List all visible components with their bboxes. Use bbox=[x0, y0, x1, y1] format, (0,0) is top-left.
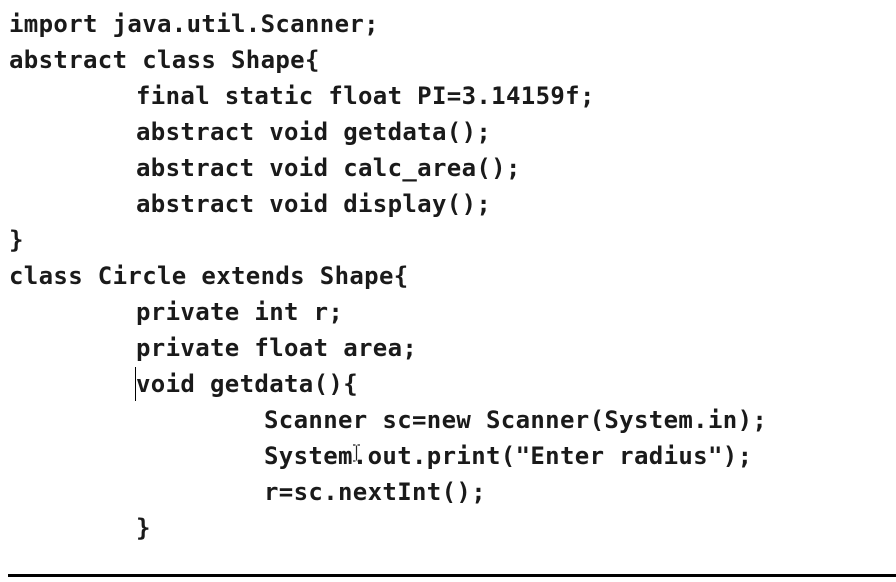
text-caret-icon bbox=[135, 367, 136, 401]
code-line-text: private float area; bbox=[136, 334, 418, 362]
code-line-text: class Circle extends Shape{ bbox=[9, 262, 409, 290]
code-line-text: Scanner sc=new Scanner(System.in); bbox=[264, 406, 768, 434]
code-line-text: abstract void getdata(); bbox=[136, 118, 492, 146]
code-line-text: abstract void display(); bbox=[136, 190, 492, 218]
bottom-divider bbox=[8, 574, 896, 577]
code-line-text: final static float PI=3.14159f; bbox=[136, 82, 595, 110]
code-line-text: void getdata(){ bbox=[136, 370, 358, 398]
code-line-text: } bbox=[9, 226, 24, 254]
code-line-text: } bbox=[136, 514, 151, 542]
code-line-text: private int r; bbox=[136, 298, 344, 326]
code-line-text: abstract void calc_area(); bbox=[136, 154, 521, 182]
code-line-text: import java.util.Scanner; bbox=[9, 10, 379, 38]
code-line-text: r=sc.nextInt(); bbox=[264, 478, 486, 506]
ibeam-cursor-icon bbox=[353, 444, 360, 462]
code-line-text: System.out.print("Enter radius"); bbox=[264, 442, 753, 470]
code-line-text: abstract class Shape{ bbox=[9, 46, 320, 74]
